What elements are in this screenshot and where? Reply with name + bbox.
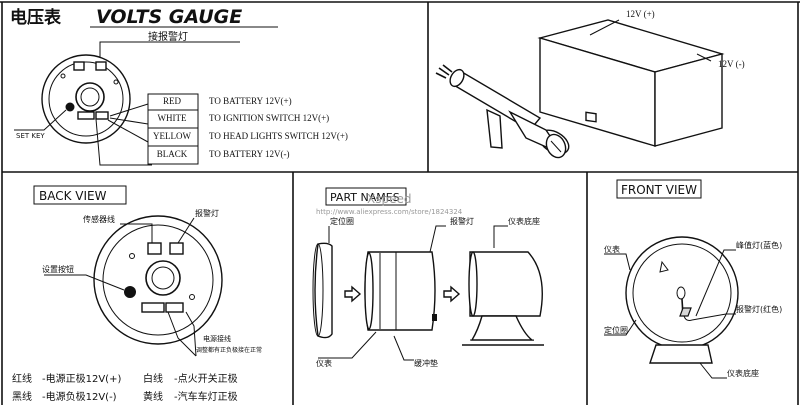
gauge-body-drawing <box>364 251 437 331</box>
front-alarm-led-label: 报警灯(红色) <box>736 304 782 314</box>
title-chinese: 电压表 <box>10 7 62 28</box>
watermark-url: http://www.aliexpress.com/store/1824324 <box>316 208 463 216</box>
legend-black-wire: 黑线 <box>12 390 32 403</box>
power-wire-note: 调整都有正负极接在正常 <box>196 346 262 354</box>
back-view-title: BACK VIEW <box>39 189 107 203</box>
wire-color-yellow: YELLOW <box>153 131 191 141</box>
part-alarm-led-label: 报警灯 <box>450 216 474 226</box>
front-gauge-label: 仪表 <box>604 244 620 254</box>
wire-desc-yellow: TO HEAD LIGHTS SWITCH 12V(+) <box>209 131 348 141</box>
set-button-label: 设置按钮 <box>42 264 74 274</box>
legend-yellow-desc: -汽车车灯正极 <box>174 390 238 403</box>
set-key-label: SET KEY <box>16 132 45 140</box>
cushion-label: 缓冲垫 <box>414 358 438 368</box>
wire-color-red: RED <box>163 96 182 106</box>
bezel-ring-drawing <box>312 242 333 339</box>
gauge-back-large <box>93 215 223 345</box>
wire-desc-black: TO BATTERY 12V(-) <box>209 149 290 159</box>
legend-black-desc: -电源负极12V(-) <box>42 390 117 403</box>
legend-red-desc: -电源正极12V(+) <box>42 372 121 385</box>
legend-white-wire: 白线 <box>143 372 163 385</box>
gauge-base-drawing <box>462 251 544 346</box>
battery-panel: 12V (+) 12V (-) <box>435 9 745 159</box>
title-english: VOLTS GAUGE <box>96 6 242 28</box>
gauge-cylinder-drawing <box>435 64 570 159</box>
front-bezel-label: 定位圈 <box>604 325 628 335</box>
power-wire-label: 电源接线 <box>203 334 231 343</box>
battery-box-drawing <box>537 19 725 147</box>
back-view-panel: BACK VIEW 传感器线 报警灯 设置按钮 电源接线 调整都有正负极接在正常… <box>12 185 262 403</box>
battery-positive-label: 12V (+) <box>626 9 655 19</box>
part-names-panel: PART NAMES Xspeed http://www.aliexpress.… <box>312 187 544 368</box>
legend-yellow-wire: 黄线 <box>143 390 163 403</box>
legend-white-desc: -点火开关正极 <box>174 372 238 385</box>
wire-desc-white: TO IGNITION SWITCH 12V(+) <box>209 113 329 123</box>
wire-desc-red: TO BATTERY 12V(+) <box>209 96 292 106</box>
gauge-back-small <box>41 54 131 144</box>
back-alarm-led-label: 报警灯 <box>195 208 219 218</box>
alarm-led-label: 接报警灯 <box>148 30 188 43</box>
wire-color-white: WHITE <box>158 113 187 123</box>
watermark-brand: Xspeed <box>367 192 411 206</box>
part-names-title: PART NAMES <box>330 191 400 204</box>
gauge-front-drawing <box>625 236 739 364</box>
volts-gauge-wiring-panel: 电压表 VOLTS GAUGE 接报警灯 SET KEY <box>10 6 348 166</box>
sensor-wire-label: 传感器线 <box>83 214 115 224</box>
front-base-label: 仪表底座 <box>727 368 759 378</box>
bezel-label: 定位圈 <box>330 216 354 226</box>
gauge-label: 仪表 <box>316 358 332 368</box>
front-view-panel: FRONT VIEW 仪表 峰值灯(蓝色) 报警灯(红色) 定位圈 仪表底座 <box>604 179 782 379</box>
peak-led-label: 峰值灯(蓝色) <box>736 240 782 250</box>
battery-negative-label: 12V (-) <box>718 59 745 69</box>
legend-red-wire: 红线 <box>12 372 32 385</box>
wire-color-black: BLACK <box>157 149 188 159</box>
gauge-base-label: 仪表底座 <box>508 216 540 226</box>
front-view-title: FRONT VIEW <box>621 183 697 197</box>
